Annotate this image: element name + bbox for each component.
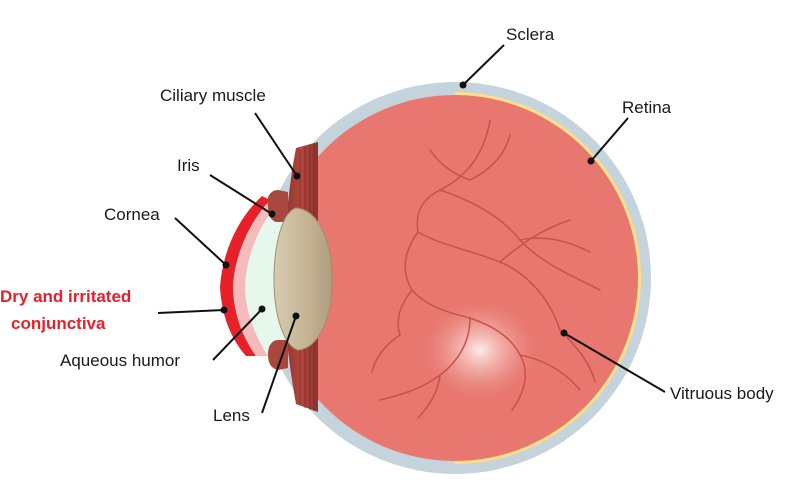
cornea-dot — [222, 261, 230, 269]
cornea-shape — [233, 200, 278, 356]
sclera-label: Sclera — [506, 25, 555, 44]
blood-vessels — [371, 119, 601, 419]
sclera-leader — [462, 44, 505, 86]
conjunctiva-leader — [157, 309, 225, 314]
vitreous-body-label: Vitruous body — [670, 384, 774, 403]
conjunctiva-dot — [220, 306, 228, 314]
vitreous-body-shape — [272, 95, 638, 461]
cornea-label: Cornea — [104, 205, 160, 224]
leader-lines — [157, 44, 666, 414]
aqueous-humor-dot — [258, 305, 266, 313]
cornea-leader — [174, 217, 227, 266]
conjunctiva-shape — [220, 196, 270, 356]
retina-label: Retina — [622, 98, 672, 117]
iris-label: Iris — [177, 156, 200, 175]
leader-dots — [220, 81, 595, 337]
conjunctiva-label-line2: conjunctiva — [11, 314, 106, 333]
ciliary-muscle-dot — [293, 172, 301, 180]
sclera-dot — [459, 81, 467, 89]
vitreous-body-leader — [563, 332, 666, 393]
retina-leader — [590, 117, 629, 162]
aqueous-humor-label: Aqueous humor — [60, 351, 180, 370]
lens-leader — [261, 315, 297, 414]
ciliary-muscle-leader — [254, 112, 298, 177]
lens-dot — [292, 312, 300, 320]
macula-glow — [418, 296, 542, 404]
iris-lower-shape — [268, 340, 288, 370]
aqueous-humor-leader — [212, 308, 263, 361]
conjunctiva-label-line1: Dry and irritated — [0, 287, 131, 306]
labels: Sclera Retina Ciliary muscle Iris Cornea… — [0, 25, 774, 425]
iris-upper-shape — [267, 190, 288, 222]
lens-label: Lens — [213, 406, 250, 425]
ciliary-muscle-label: Ciliary muscle — [160, 86, 266, 105]
vitreous-body-dot — [560, 329, 568, 337]
lens-shape — [273, 207, 333, 351]
retina-dot — [587, 157, 595, 165]
iris-dot — [268, 210, 276, 218]
iris-leader — [209, 174, 273, 215]
